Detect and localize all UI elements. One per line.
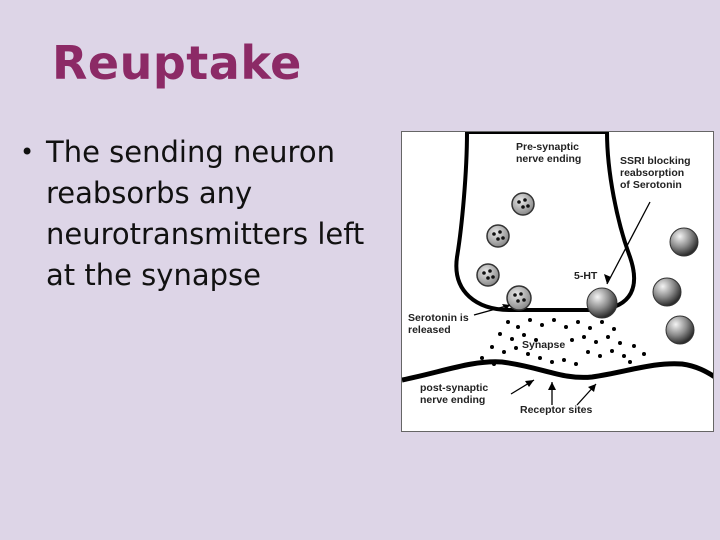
label-5ht: 5-HT (574, 270, 598, 282)
bullet-dot-icon: • (20, 138, 35, 166)
slide-title: Reuptake (52, 36, 302, 90)
label-post-synaptic: post-synaptic nerve ending (420, 382, 489, 406)
serotonin-dots (480, 318, 646, 366)
bullet-item: • The sending neuron reabsorbs any neuro… (20, 132, 380, 296)
label-synapse: Synapse (522, 339, 566, 351)
label-pre-synaptic: Pre-synaptic nerve ending (516, 141, 582, 165)
synapse-illustration (402, 132, 713, 406)
synapse-diagram: Pre-synaptic nerve ending SSRI blocking … (401, 131, 714, 432)
ssri-molecules (586, 227, 699, 345)
post-synaptic-membrane (402, 359, 713, 383)
bullet-list: • The sending neuron reabsorbs any neuro… (20, 132, 380, 296)
label-ssri-blocking: SSRI blocking reabsorption of Serotonin (620, 155, 691, 191)
label-serotonin-released: Serotonin is released (408, 312, 469, 336)
vesicles (476, 192, 535, 311)
arrowheads (502, 274, 611, 392)
label-receptor-sites: Receptor sites (520, 404, 593, 416)
bullet-text: The sending neuron reabsorbs any neurotr… (46, 135, 365, 292)
